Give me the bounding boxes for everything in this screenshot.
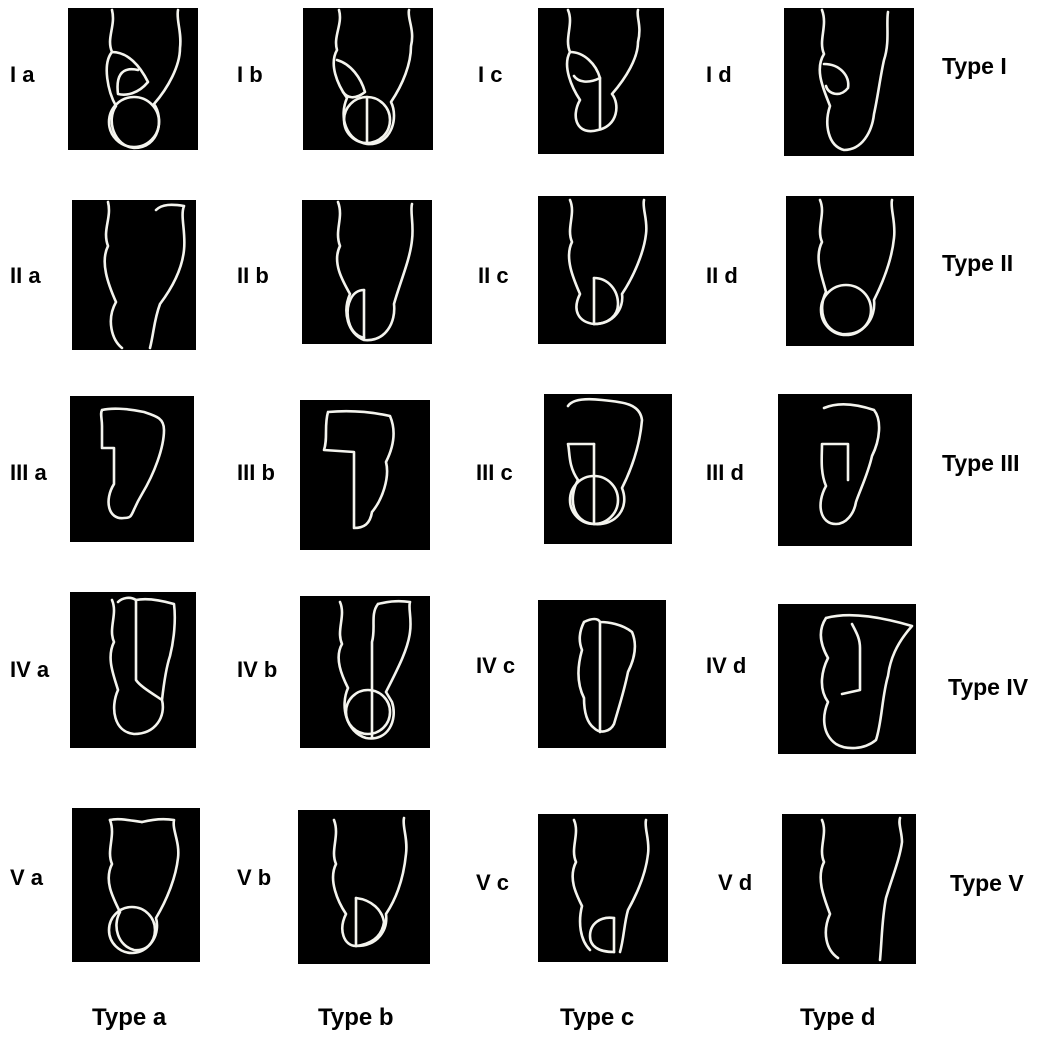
column-label: Type d [800,1006,876,1030]
row-label: Type V [950,872,1024,895]
column-label: Type b [318,1006,394,1030]
cell-label: I d [706,64,732,86]
foot-outline-drawing [786,196,914,346]
foot-outline-drawing [544,394,672,544]
cell-label: III b [237,462,275,484]
row-label: Type III [942,452,1020,475]
cell-label: III d [706,462,744,484]
foot-outline-panel-ia [68,8,198,150]
foot-outline-drawing [538,814,668,962]
foot-outline-panel-iiib [300,400,430,550]
foot-outline-drawing [68,8,198,150]
foot-outline-drawing [70,592,196,748]
cell-label: III c [476,462,513,484]
foot-outline-drawing [70,396,194,542]
foot-outline-panel-ic [538,8,664,154]
cell-label: II d [706,265,738,287]
foot-outline-drawing [538,8,664,154]
cell-label: IV a [10,659,49,681]
foot-outline-drawing [778,394,912,546]
foot-outline-drawing [303,8,433,150]
row-label: Type I [942,55,1007,78]
cell-label: V b [237,867,271,889]
column-label: Type a [92,1006,166,1030]
foot-outline-panel-ivd [778,604,916,754]
cell-label: II a [10,265,41,287]
foot-outline-panel-iiid [778,394,912,546]
cell-label: I a [10,64,34,86]
foot-outline-drawing [778,604,916,754]
cell-label: I b [237,64,263,86]
row-label: Type IV [948,676,1028,699]
foot-outline-drawing [538,600,666,748]
foot-outline-drawing [300,400,430,550]
foot-outline-panel-id [784,8,914,156]
cell-label: V d [718,872,752,894]
foot-outline-panel-iib [302,200,432,344]
foot-outline-panel-iia [72,200,196,350]
foot-outline-drawing [300,596,430,748]
foot-outline-panel-va [72,808,200,962]
cell-label: I c [478,64,502,86]
cell-label: V c [476,872,509,894]
foot-outline-drawing [302,200,432,344]
foot-outline-drawing [538,196,666,344]
cell-label: III a [10,462,47,484]
cell-label: II c [478,265,509,287]
foot-outline-drawing [784,8,914,156]
foot-outline-panel-vd [782,814,916,964]
foot-outline-panel-iid [786,196,914,346]
foot-outline-panel-ivb [300,596,430,748]
cell-label: V a [10,867,43,889]
foot-outline-panel-vb [298,810,430,964]
row-label: Type II [942,252,1013,275]
foot-outline-drawing [782,814,916,964]
foot-outline-panel-vc [538,814,668,962]
foot-outline-panel-ivc [538,600,666,748]
foot-outline-panel-iic [538,196,666,344]
cell-label: IV c [476,655,515,677]
foot-outline-drawing [298,810,430,964]
foot-outline-panel-iiia [70,396,194,542]
foot-outline-drawing [72,200,196,350]
foot-outline-panel-iiic [544,394,672,544]
cell-label: II b [237,265,269,287]
foot-outline-panel-iva [70,592,196,748]
foot-outline-panel-ib [303,8,433,150]
cell-label: IV b [237,659,277,681]
foot-outline-drawing [72,808,200,962]
cell-label: IV d [706,655,746,677]
column-label: Type c [560,1006,634,1030]
